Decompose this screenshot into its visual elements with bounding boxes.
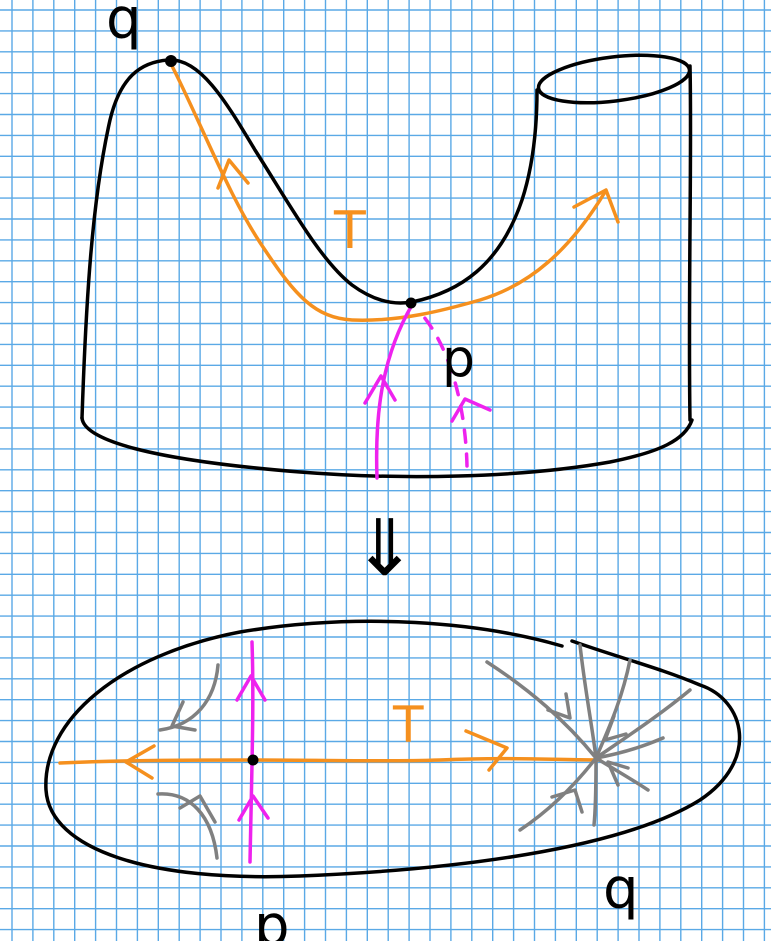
vector-field-figure (44, 619, 742, 879)
orange-arrowhead-left (216, 158, 250, 190)
surface-top-curve (166, 58, 539, 305)
surface-figure (80, 53, 694, 480)
orange-arrowhead-right (572, 188, 620, 224)
orange-trajectory-top (168, 60, 607, 322)
implies-arrow: ⇓ (352, 504, 417, 594)
disk-boundary (44, 619, 742, 879)
gray-flow-saddle-upper-arrow (170, 700, 197, 732)
surface-base-curve (80, 416, 694, 479)
magenta-dashed-curve (416, 308, 469, 468)
label-p-bottom: p (254, 894, 290, 941)
surface-tube-opening (536, 53, 692, 105)
gray-sink-flow (485, 643, 692, 832)
label-T-bottom: T (392, 696, 424, 754)
orange-arrowhead-bottom-right (464, 729, 509, 772)
magenta-dashed-arrowhead (450, 397, 492, 423)
label-q-bottom: q (603, 857, 639, 922)
gray-flow-saddle-upper (158, 663, 220, 732)
orange-arrowhead-bottom-left (124, 744, 156, 780)
gray-flow-saddle-lower (156, 792, 219, 860)
gray-flow-saddle-lower-arrow (178, 794, 217, 824)
surface-left-wall (80, 58, 170, 420)
orange-trajectory-bottom (58, 756, 602, 765)
critical-point-q-top (165, 55, 177, 67)
critical-point-p-bottom (247, 754, 259, 766)
label-T-top: T (333, 201, 366, 261)
label-p-top: p (442, 329, 475, 389)
label-q-top: q (106, 0, 142, 52)
magenta-arrowhead-bottom-lower (237, 794, 270, 822)
critical-point-p-top (405, 297, 417, 309)
surface-right-wall (687, 64, 693, 422)
magenta-arrowhead-top (363, 374, 397, 405)
magenta-arrowhead-bottom-upper (235, 674, 267, 702)
magenta-curve-top (374, 303, 414, 480)
magenta-line-bottom (248, 640, 255, 864)
